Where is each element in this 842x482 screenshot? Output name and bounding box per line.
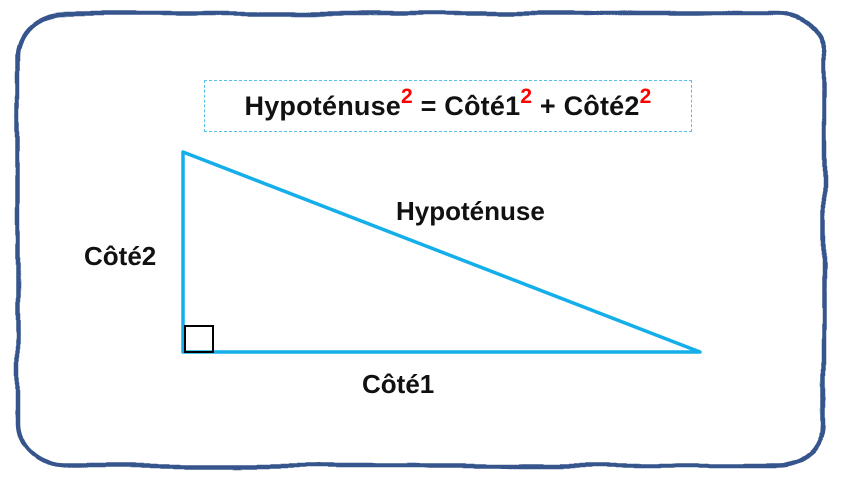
formula-part1: Hypoténuse [244, 90, 402, 121]
outer-border [15, 11, 827, 469]
right-angle-marker [184, 325, 214, 353]
label-side2: Côté2 [84, 241, 157, 271]
formula-part3: + Côté2 [532, 90, 640, 121]
label-hypotenuse: Hypoténuse [396, 196, 545, 226]
formula-box: Hypoténuse2 = Côté12 + Côté22 [204, 80, 692, 132]
label-side1: Côté1 [362, 369, 435, 399]
formula-part2: = Côté1 [412, 90, 521, 121]
right-triangle [181, 150, 702, 354]
formula-text: Hypoténuse2 = Côté12 + Côté22 [244, 85, 652, 122]
formula-exponent-1: 2 [401, 84, 413, 108]
formula-exponent-2: 2 [520, 84, 533, 108]
formula-exponent-3: 2 [639, 84, 652, 108]
